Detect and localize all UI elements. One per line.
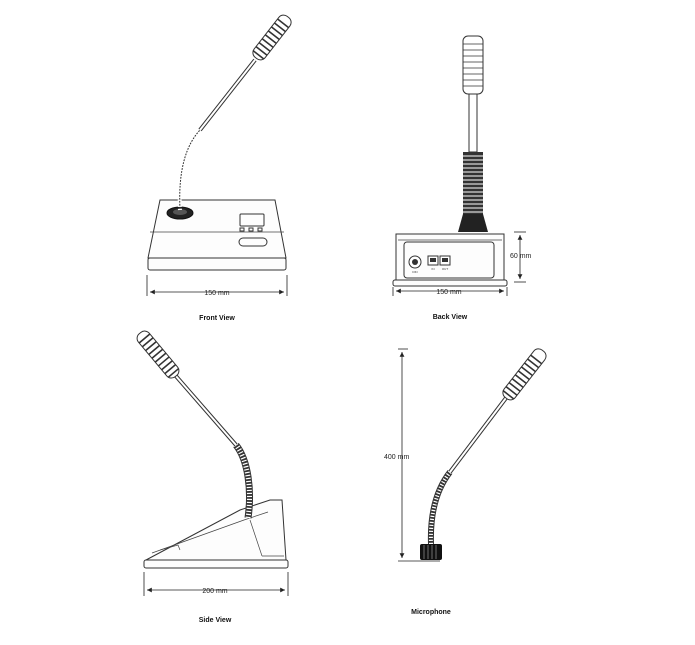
side-view: 200 mm Side View [136, 330, 289, 624]
front-mic-head [252, 14, 292, 61]
back-base: DIN IN OUT [392, 233, 508, 287]
back-width-label: 150 mm [436, 289, 461, 296]
back-mic-head [462, 35, 484, 95]
front-view-caption: Front View [199, 315, 235, 322]
display-screen [239, 213, 265, 227]
mic-head [502, 348, 547, 401]
svg-text:OUT: OUT [442, 267, 449, 271]
side-gooseneck [173, 373, 253, 519]
back-height-label: 60 mm [510, 253, 532, 260]
front-gooseneck [177, 58, 257, 211]
microphone-view: 400 mm Microphone [384, 348, 547, 616]
side-mic-head [136, 330, 180, 379]
mic-length-dimension: 400 mm [384, 348, 440, 562]
side-view-caption: Side View [199, 617, 232, 624]
microphone-caption: Microphone [411, 609, 451, 616]
front-view: 150 mm Front View [146, 14, 292, 322]
mic-connector [420, 544, 442, 560]
front-width-label: 150 mm [204, 290, 229, 297]
back-view: DIN IN OUT 150 mm 60 mm Back View [392, 35, 532, 321]
svg-text:DIN: DIN [412, 270, 417, 274]
side-depth-dimension: 200 mm [143, 572, 289, 596]
front-width-dimension: 150 mm [146, 275, 288, 297]
front-base [147, 199, 287, 271]
back-gooseneck [458, 152, 488, 232]
back-height-dimension: 60 mm [510, 231, 532, 283]
mic-gooseneck [427, 396, 508, 545]
back-width-dimension: 150 mm [392, 287, 508, 296]
side-depth-label: 200 mm [202, 588, 227, 595]
talk-button-shape [238, 237, 268, 247]
back-view-caption: Back View [433, 314, 468, 321]
mic-length-label: 400 mm [384, 454, 409, 461]
svg-text:IN: IN [432, 267, 435, 271]
side-base [143, 499, 289, 569]
front-buttons [239, 227, 263, 232]
